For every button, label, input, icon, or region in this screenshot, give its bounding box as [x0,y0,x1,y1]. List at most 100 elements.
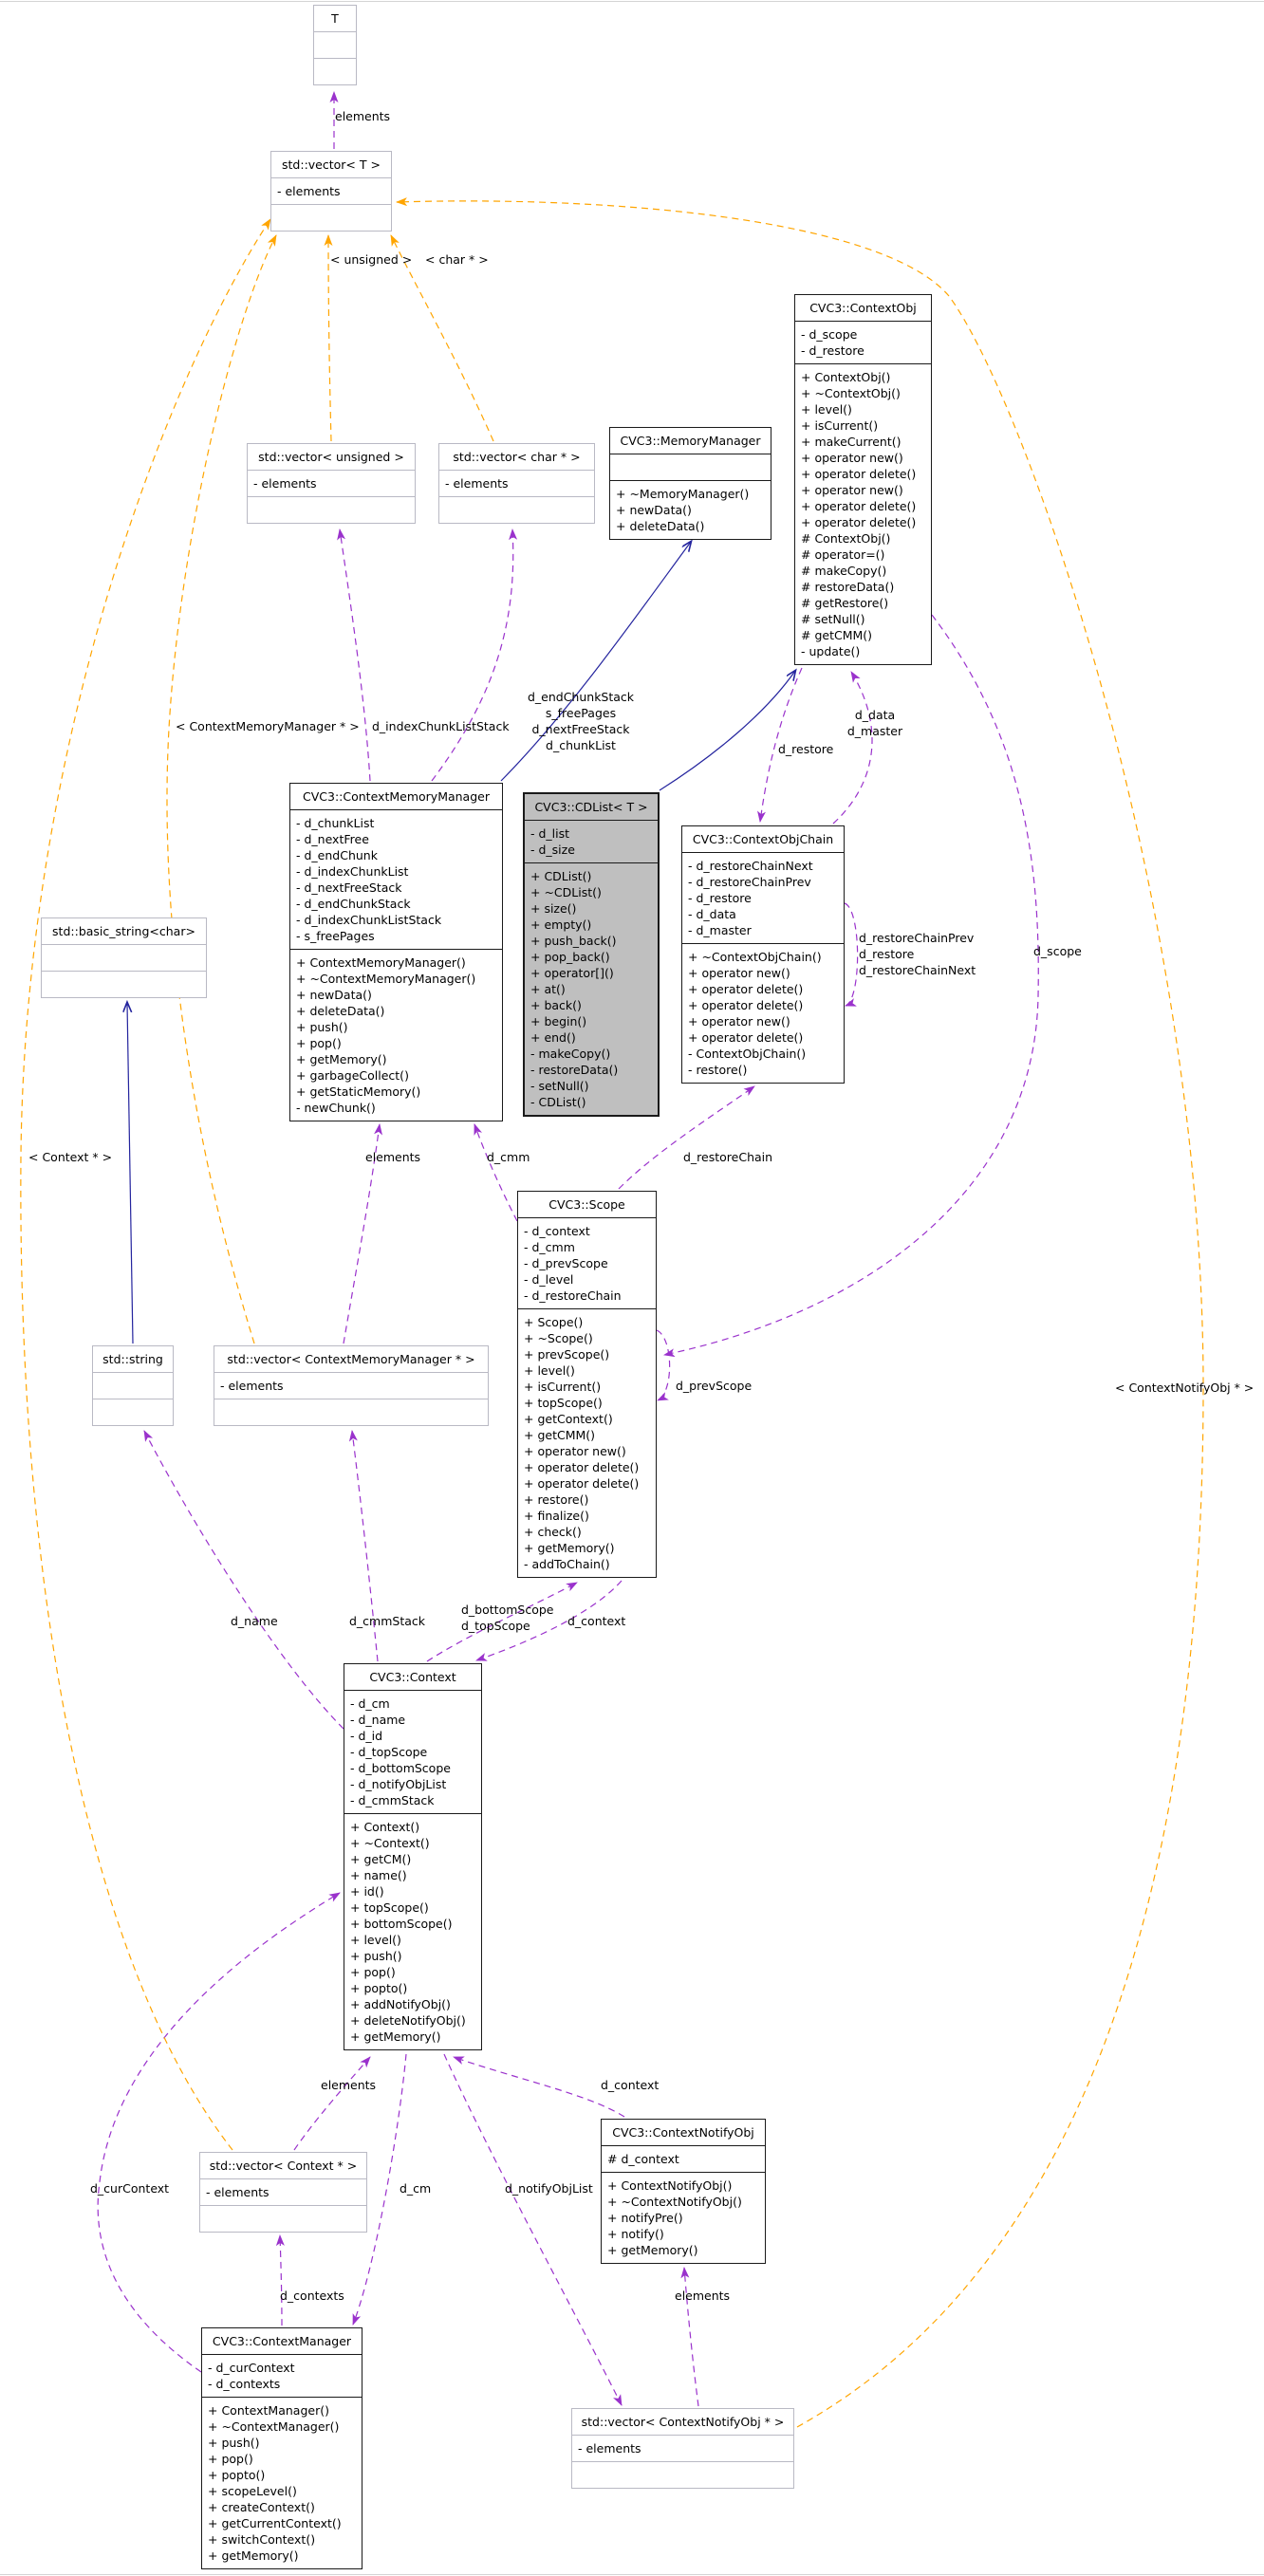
edge-label: d_restoreChain [683,1150,773,1164]
class-cvc3-contextmemorymanager[interactable]: CVC3::ContextMemoryManager- d_chunkList-… [289,783,503,1121]
edge-label: d_curContext [90,2181,170,2196]
class-std-vector-contextnotifyobj-ptr[interactable]: std::vector< ContextNotifyObj * >- eleme… [571,2408,794,2489]
edge-label: d_name [231,1614,278,1628]
class-member: - d_indexChunkListStack [296,913,442,927]
class-cvc3-contextobjchain[interactable]: CVC3::ContextObjChain- d_restoreChainNex… [681,825,845,1084]
class-std-vector-t[interactable]: std::vector< T >- elements [270,151,392,232]
class-member: - d_name [350,1713,406,1727]
class-member: + topScope() [524,1396,603,1410]
edge-label: d_cmmStack [349,1614,426,1628]
class-std-vector-unsigned[interactable]: std::vector< unsigned >- elements [247,443,416,524]
edge-chain-self-loop [844,902,859,1007]
class-member: + operator delete() [524,1476,640,1491]
class-member: # setNull() [801,612,865,626]
class-member: + notify() [607,2227,664,2241]
class-member: + name() [350,1868,407,1882]
class-member: - s_freePages [296,929,375,943]
class-member: - d_contexts [208,2377,281,2391]
class-member: - CDList() [530,1095,586,1109]
attributes-compartment [314,32,356,59]
class-member: - d_scope [801,327,858,342]
methods-compartment: + ContextManager()+ ~ContextManager()+ p… [202,2398,362,2568]
class-cvc3-cdlist[interactable]: CVC3::CDList< T >- d_list- d_size+ CDLis… [523,792,660,1117]
class-member: + begin() [530,1014,587,1029]
attributes-compartment: - elements [271,178,391,205]
edge-cno-context-context [453,2056,625,2118]
edge-label: < unsigned > [330,252,413,267]
class-member: - elements [220,1379,284,1393]
class-title: CVC3::CDList< T > [525,794,658,821]
class-member: - elements [578,2441,641,2456]
edge-scope-self-loop [656,1329,671,1401]
class-cvc3-contextnotifyobj[interactable]: CVC3::ContextNotifyObj# d_context+ Conte… [601,2119,766,2264]
class-member: + deleteNotifyObj() [350,2013,466,2028]
class-cvc3-memorymanager[interactable]: CVC3::MemoryManager+ ~MemoryManager()+ n… [609,427,771,540]
class-cvc3-scope[interactable]: CVC3::Scope- d_context- d_cmm- d_prevSco… [517,1191,657,1578]
class-cvc3-context[interactable]: CVC3::Context- d_cm- d_name- d_id- d_top… [344,1663,482,2050]
class-member: - d_data [688,907,736,921]
class-member: + isCurrent() [524,1380,602,1394]
class-member: - d_restore [688,891,752,905]
methods-compartment: + ContextMemoryManager()+ ~ContextMemory… [290,950,502,1121]
class-member: - d_restoreChainNext [688,859,813,873]
class-member: # getRestore() [801,596,889,610]
attributes-compartment: # d_context [602,2146,765,2173]
edge-cm-contexts-veccontext [275,2234,285,2326]
class-std-string[interactable]: std::string [92,1345,174,1426]
class-title: CVC3::MemoryManager [610,428,771,454]
class-member: + deleteData() [296,1004,385,1018]
class-member: # operator=() [801,547,885,562]
class-member: # getCMM() [801,628,873,642]
class-member: + ~ContextManager() [208,2419,340,2434]
class-member: - d_list [530,826,570,841]
edge-template-cmm [166,234,277,1344]
class-member: + makeCurrent() [801,435,902,449]
attributes-compartment: - elements [248,471,415,497]
class-member: + back() [530,998,582,1012]
methods-compartment [271,205,391,231]
class-member: + push() [296,1020,348,1034]
methods-compartment [214,1399,488,1425]
edge-label: < ContextMemoryManager * > [176,719,360,733]
edge-label: elements [335,109,391,123]
class-member: + push() [208,2436,260,2450]
class-title: std::vector< unsigned > [248,444,415,471]
class-title: T [314,6,356,32]
edge-label: d_restore [778,742,834,756]
class-std-vector-contextmemorymanager-ptr[interactable]: std::vector< ContextMemoryManager * >- e… [214,1345,489,1426]
class-cvc3-contextmanager[interactable]: CVC3::ContextManager- d_curContext- d_co… [201,2327,362,2569]
class-member: + size() [530,901,577,916]
class-member: + operator new() [688,1014,790,1029]
class-title: std::string [93,1346,173,1373]
class-cvc3-contextobj[interactable]: CVC3::ContextObj- d_scope- d_restore+ Co… [794,294,932,665]
class-member: # makeCopy() [801,564,887,578]
edge-label: d_notifyObjList [505,2181,593,2196]
class-std-basic-string[interactable]: std::basic_string<char> [41,917,207,998]
edge-label: d_cmm [487,1150,530,1164]
page-bottom-rule [0,2574,1264,2575]
class-member: + operator new() [801,483,903,497]
methods-compartment: + ~ContextObjChain() + operator new()+ op… [682,944,844,1083]
class-t[interactable]: T [313,5,357,85]
edge-label: d_scope [1033,944,1082,958]
class-member: + restore() [524,1492,589,1507]
class-member: + ~Scope() [524,1331,593,1345]
class-member: + operator delete() [801,467,917,481]
edge-label: d_context [567,1614,626,1628]
class-member: - d_context [524,1224,590,1238]
methods-compartment [42,972,206,997]
class-member: - elements [253,476,317,491]
class-member: + getMemory() [208,2548,299,2563]
class-member: - d_cm [350,1696,390,1711]
class-title: CVC3::ContextNotifyObj [602,2120,765,2146]
class-std-vector-char-ptr[interactable]: std::vector< char * >- elements [438,443,595,524]
class-member: + ~ContextObjChain() [688,950,822,964]
class-std-vector-context-ptr[interactable]: std::vector< Context * >- elements [199,2152,367,2233]
class-member: + push() [350,1949,402,1963]
class-member: - d_indexChunkList [296,864,409,879]
class-member: + operator delete() [688,1030,804,1045]
attributes-compartment: - elements [200,2179,366,2206]
class-member: - d_bottomScope [350,1761,451,1775]
